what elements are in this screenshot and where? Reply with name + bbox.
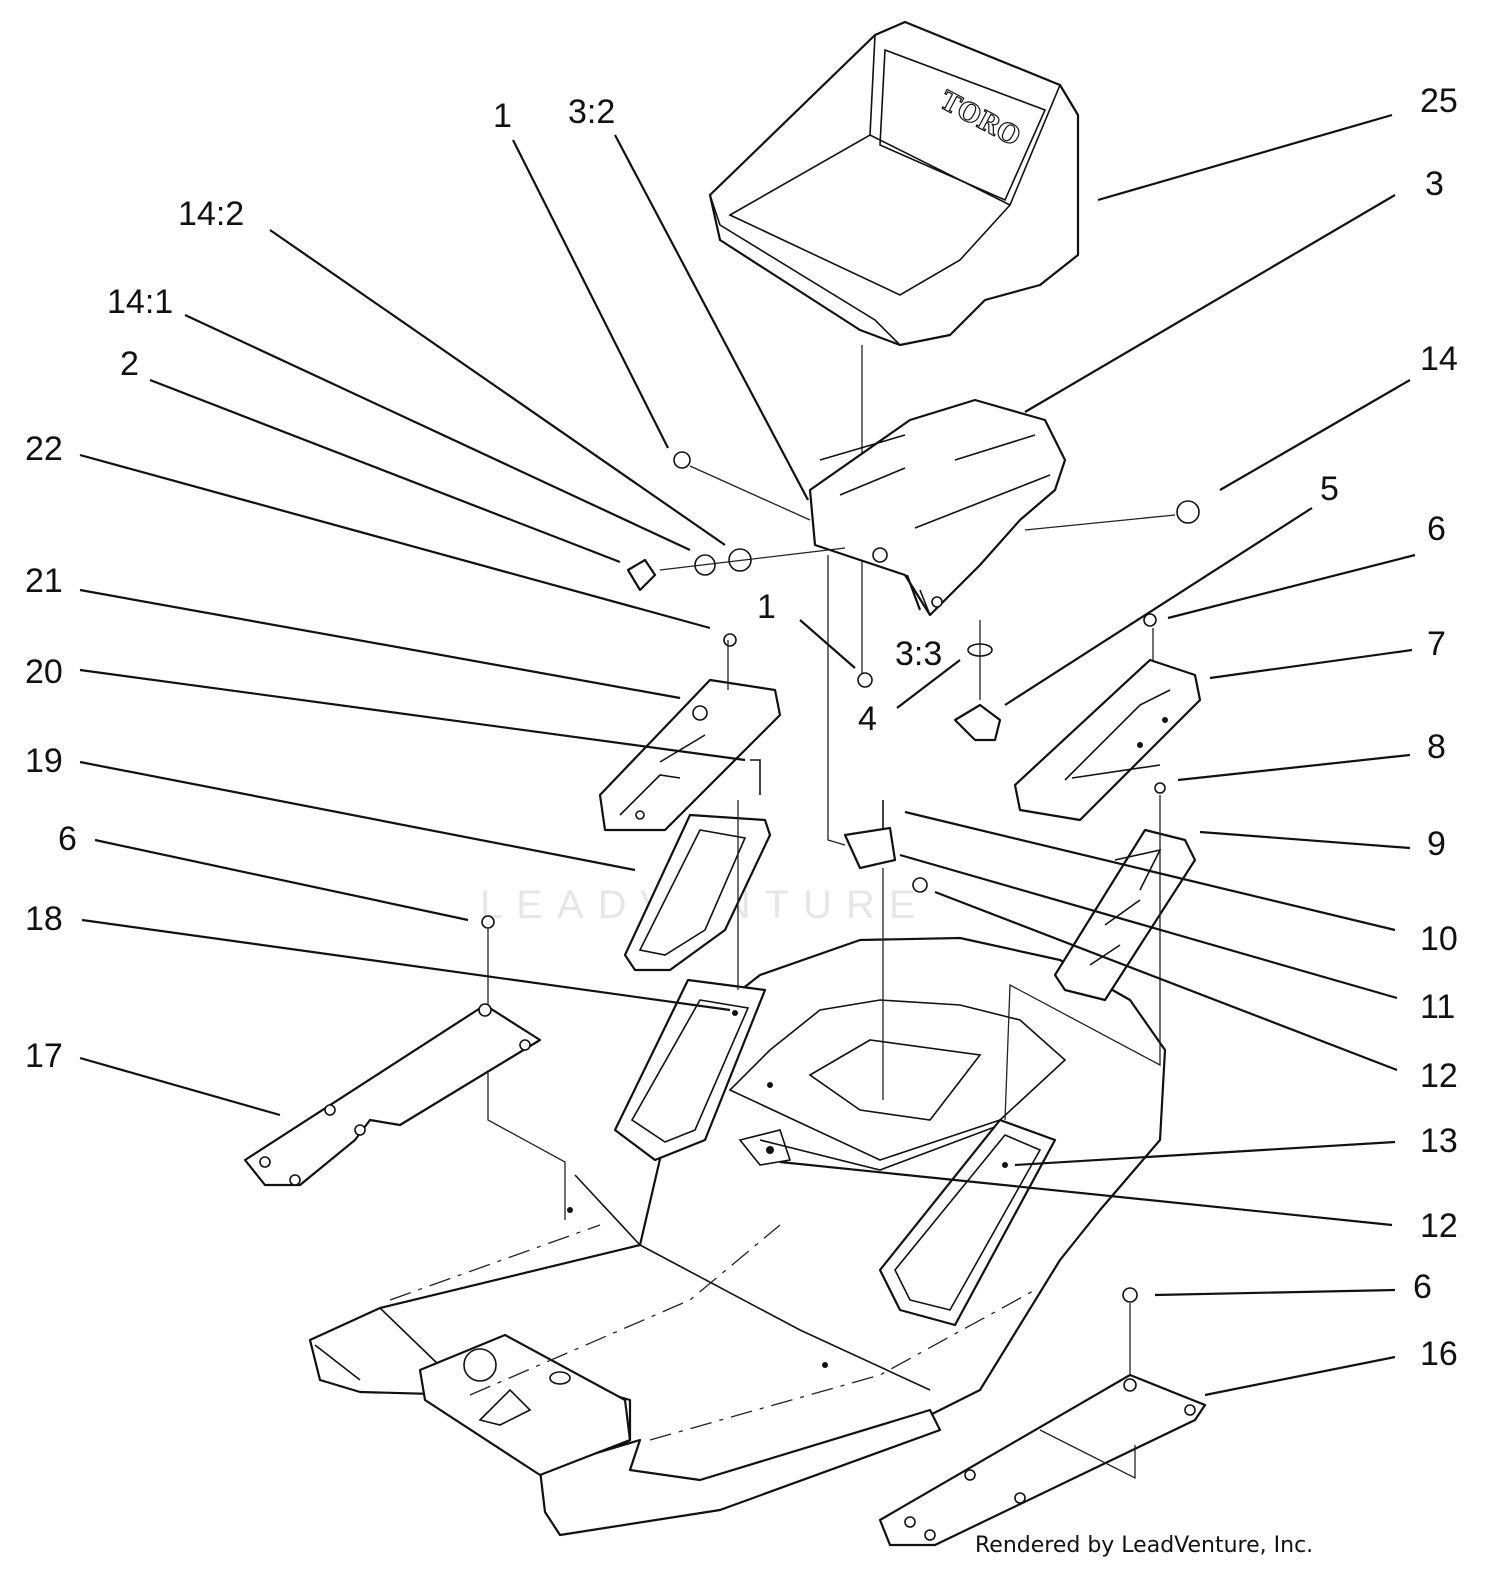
bolt-1-top bbox=[673, 451, 691, 469]
callout-3: 3 bbox=[1425, 165, 1444, 203]
rivet-6-lower bbox=[1122, 1287, 1138, 1303]
callout-16: 16 bbox=[1420, 1335, 1458, 1373]
fender-deck bbox=[308, 936, 1167, 1537]
callout-labels: 1 3:2 25 14:2 3 14:1 2 14 22 5 6 21 1 3:… bbox=[25, 82, 1458, 1373]
leader-lines bbox=[79, 113, 1416, 1397]
clip-2 bbox=[626, 558, 657, 592]
seat-pan bbox=[808, 398, 1067, 617]
hardware bbox=[481, 451, 1200, 1303]
callout-9: 9 bbox=[1427, 825, 1446, 863]
callout-12-lower: 12 bbox=[1420, 1207, 1458, 1245]
callout-14-2: 14:2 bbox=[178, 195, 244, 233]
callout-22: 22 bbox=[25, 430, 63, 468]
credit-text: Rendered by LeadVenture, Inc. bbox=[975, 1533, 1313, 1558]
callout-2: 2 bbox=[120, 345, 139, 383]
rivet-6-upper bbox=[1143, 613, 1157, 627]
callout-1-top: 1 bbox=[493, 97, 512, 135]
callout-25: 25 bbox=[1420, 82, 1458, 120]
shift-plate-7 bbox=[1013, 658, 1202, 822]
callout-3-3: 3:3 bbox=[895, 635, 942, 673]
rivet-22 bbox=[723, 633, 737, 647]
callout-10: 10 bbox=[1420, 920, 1458, 958]
panel-17 bbox=[243, 1003, 542, 1187]
gasket-20 bbox=[750, 759, 761, 795]
callout-18: 18 bbox=[25, 900, 63, 938]
callout-5: 5 bbox=[1320, 470, 1339, 508]
knob-5 bbox=[953, 703, 1002, 742]
hardware-guide-bolt-1 bbox=[689, 465, 811, 521]
callout-20: 20 bbox=[25, 653, 63, 691]
rivet-6-left bbox=[481, 915, 495, 929]
callout-6-left: 6 bbox=[58, 820, 77, 858]
shift-plate-9 bbox=[1053, 828, 1197, 1002]
callout-6-lower: 6 bbox=[1413, 1268, 1432, 1306]
bolt-1-lower bbox=[857, 672, 873, 688]
callout-11: 11 bbox=[1420, 988, 1455, 1026]
hardware-guide-washers bbox=[659, 547, 846, 571]
hardware-guide-bracket bbox=[827, 555, 846, 846]
callout-4: 4 bbox=[858, 700, 877, 738]
callout-7: 7 bbox=[1427, 625, 1446, 663]
shift-plate-21 bbox=[598, 678, 782, 832]
callout-19: 19 bbox=[25, 742, 63, 780]
callout-13: 13 bbox=[1420, 1122, 1458, 1160]
callout-14-1: 14:1 bbox=[107, 283, 173, 321]
callout-3-2: 3:2 bbox=[568, 93, 615, 131]
knob-14 bbox=[1176, 500, 1200, 524]
callout-6-upper: 6 bbox=[1427, 510, 1446, 548]
callout-21: 21 bbox=[25, 562, 63, 600]
guide-panel-17 bbox=[487, 928, 566, 1220]
bracket-11 bbox=[843, 826, 897, 870]
assembly-guide-left bbox=[389, 1224, 601, 1301]
guide-panel-16 bbox=[1039, 1303, 1136, 1480]
nut-12 bbox=[912, 877, 928, 893]
shift-plate-19 bbox=[623, 813, 772, 972]
seat: TORO bbox=[708, 20, 1080, 347]
callout-1-lower: 1 bbox=[757, 588, 776, 626]
screw-8 bbox=[1154, 782, 1166, 794]
callout-17: 17 bbox=[25, 1037, 63, 1075]
guide-shift-left bbox=[727, 640, 739, 990]
hardware-guide-knob-14 bbox=[1024, 514, 1176, 531]
callout-14: 14 bbox=[1420, 340, 1458, 378]
callout-12-upper: 12 bbox=[1420, 1057, 1458, 1095]
assembly-guide-right bbox=[649, 1289, 1036, 1441]
callout-8: 8 bbox=[1427, 728, 1446, 766]
